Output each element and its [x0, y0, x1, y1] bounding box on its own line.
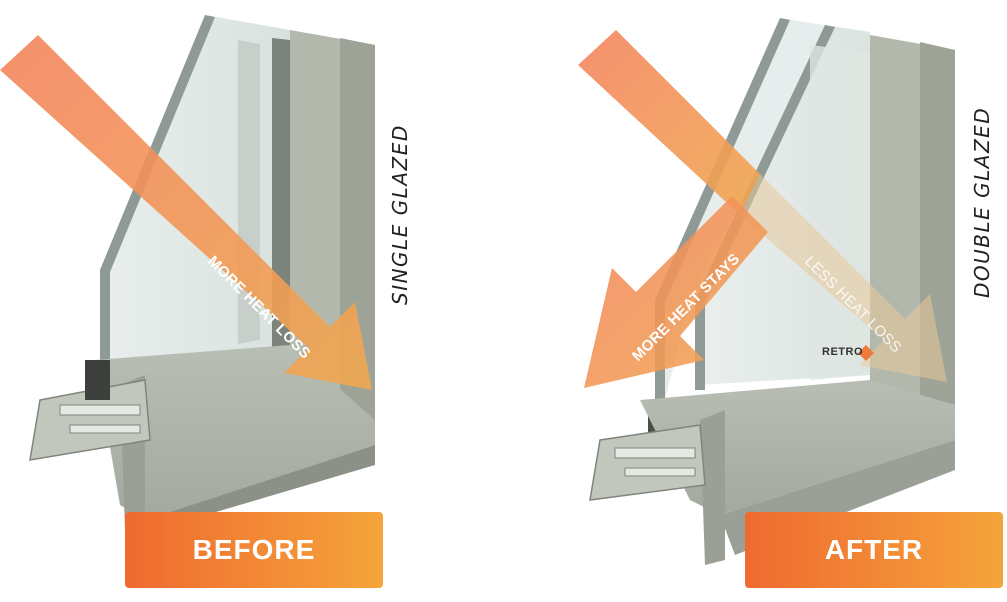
- brand-logo-icon: [858, 345, 874, 361]
- incoming-heat-arrow: [578, 30, 760, 215]
- frame-profile-double: [589, 424, 706, 501]
- side-label-double-glazed: DOUBLE GLAZED: [970, 106, 994, 298]
- double-glazed-window: MORE HEAT STAYS LESS HEAT LOSS: [578, 18, 955, 565]
- brand-label: RETRO: [822, 346, 863, 358]
- before-badge: BEFORE: [125, 512, 383, 588]
- heat-stays-arrow: [584, 196, 768, 388]
- after-badge: AFTER: [745, 512, 1003, 588]
- reduced-heat-loss-arrow: [740, 174, 947, 382]
- window-sill: [95, 345, 375, 520]
- heat-loss-arrow: [0, 35, 372, 390]
- single-glazed-window: MORE HEAT LOSS: [0, 15, 375, 530]
- side-label-single-glazed: SINGLE GLAZED: [388, 124, 412, 305]
